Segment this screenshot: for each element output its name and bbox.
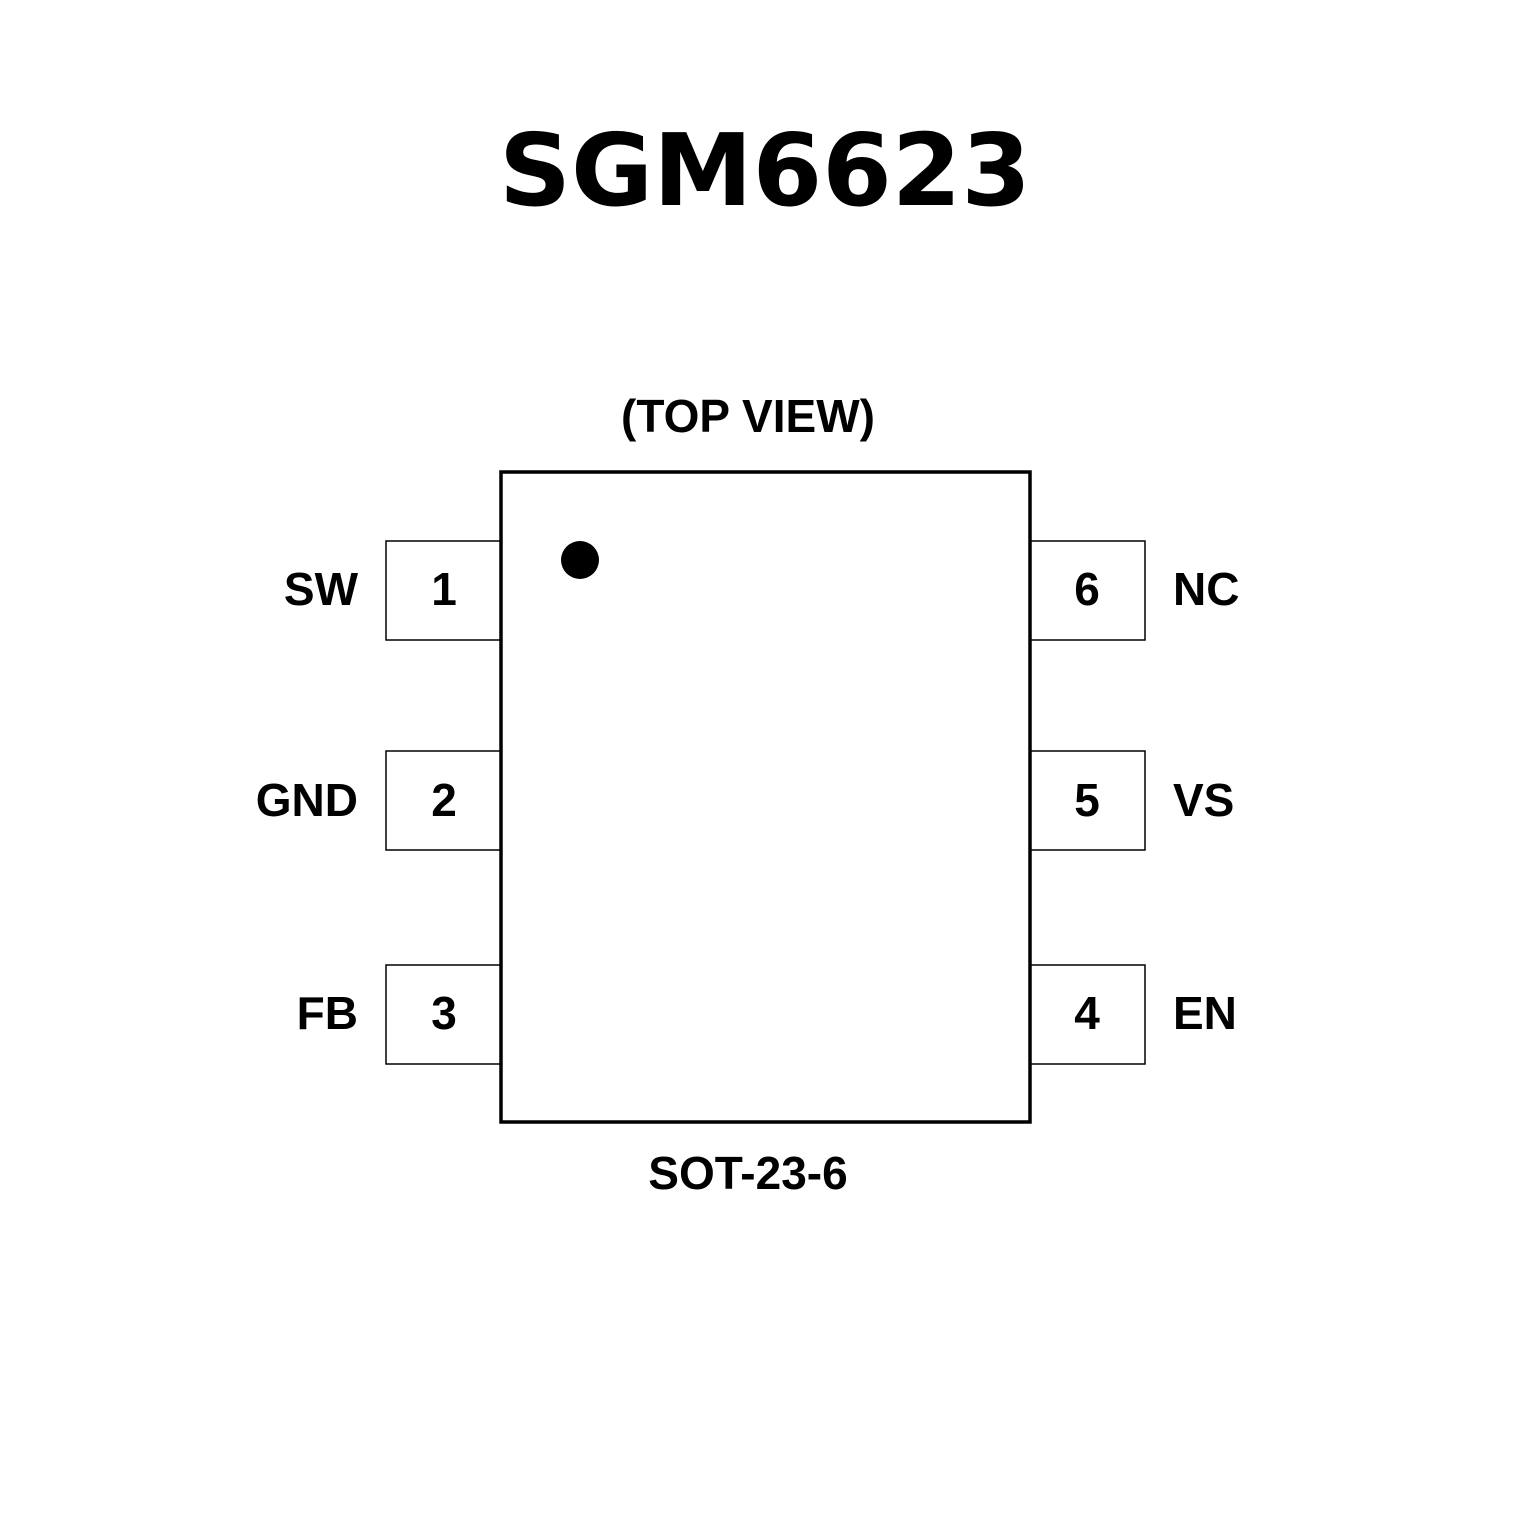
pin-pad	[385, 540, 502, 641]
pin-4: 4 EN	[1029, 964, 1237, 1065]
pin-name: FB	[297, 987, 358, 1039]
pin-2: 2 GND	[256, 750, 502, 851]
pin-name: SW	[284, 563, 359, 615]
pin-pad	[1029, 540, 1146, 641]
pin-1: 1 SW	[284, 540, 502, 641]
pin-name: EN	[1173, 987, 1237, 1039]
view-label: (TOP VIEW)	[621, 390, 875, 442]
pin-number: 1	[431, 563, 457, 615]
pin-name: NC	[1173, 563, 1239, 615]
pin-6: 6 NC	[1029, 540, 1239, 641]
pin-number: 2	[431, 774, 457, 826]
pin-pad	[1029, 750, 1146, 851]
pin-name: GND	[256, 774, 358, 826]
pin-number: 3	[431, 987, 457, 1039]
pin-pad	[1029, 964, 1146, 1065]
package-label: SOT-23-6	[648, 1147, 847, 1199]
pin-3: 3 FB	[297, 964, 502, 1065]
pin-number: 4	[1074, 987, 1100, 1039]
pin-name: VS	[1173, 774, 1234, 826]
chip-title: SGM6623	[499, 112, 1031, 229]
pin-5: 5 VS	[1029, 750, 1234, 851]
pin-pad	[385, 750, 502, 851]
pin-number: 5	[1074, 774, 1100, 826]
pin-number: 6	[1074, 563, 1100, 615]
pin1-indicator-dot	[561, 541, 599, 579]
pin-pad	[385, 964, 502, 1065]
